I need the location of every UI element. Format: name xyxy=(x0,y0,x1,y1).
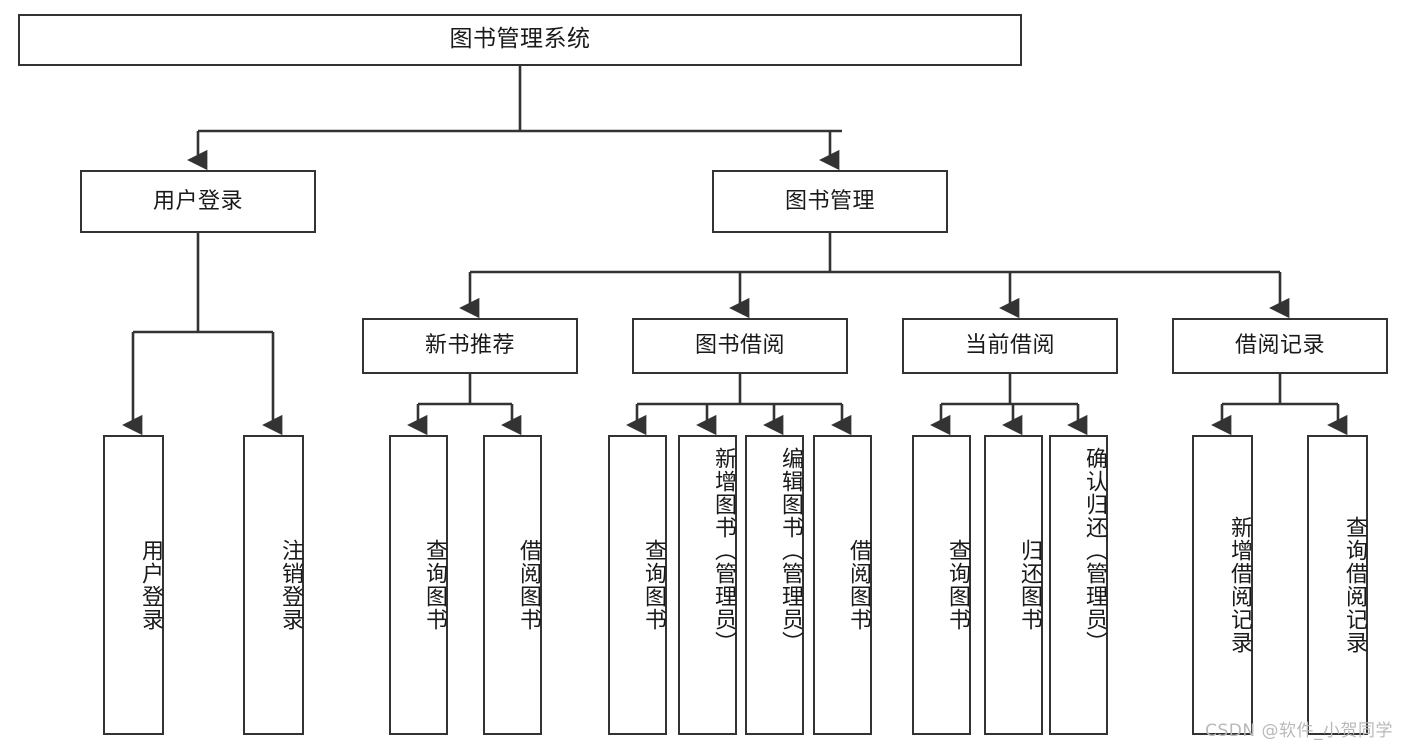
leaf-node[interactable]: 确认归还（管理员） xyxy=(1049,435,1108,735)
level3-node-label: 图书借阅 xyxy=(694,333,785,359)
current-borrow-to-leaves-edges xyxy=(930,374,1088,436)
leaf-node[interactable]: 注销登录 xyxy=(243,435,304,735)
leaf-node-label: 查询图书 xyxy=(945,539,970,631)
book-borrow-to-leaves-edges xyxy=(626,374,852,436)
leaf-node[interactable]: 查询图书 xyxy=(389,435,448,735)
root-node-label: 图书管理系统 xyxy=(449,26,591,53)
leaf-node-label: 用户登录 xyxy=(138,539,163,631)
leaf-node[interactable]: 查询图书 xyxy=(912,435,971,735)
level3-node-label: 当前借阅 xyxy=(964,333,1055,359)
leaf-node[interactable]: 用户登录 xyxy=(103,435,164,735)
level2-node-label: 用户登录 xyxy=(152,188,243,214)
leaf-node-label: 查询图书 xyxy=(641,539,666,631)
leaf-node-label: 归还图书 xyxy=(1017,539,1042,631)
leaf-node-label: 新增图书（管理员） xyxy=(711,447,736,654)
csdn-watermark: CSDN @软件_小贺同学 xyxy=(1205,721,1393,741)
level3-node[interactable]: 图书借阅 xyxy=(632,318,848,374)
root-node[interactable]: 图书管理系统 xyxy=(18,14,1022,66)
leaf-node-label: 注销登录 xyxy=(278,539,303,631)
leaf-node[interactable]: 查询借阅记录 xyxy=(1307,435,1368,735)
user-login-to-leaves-edges xyxy=(122,233,283,436)
new-book-recommend-to-leaves-edges xyxy=(407,374,522,436)
leaf-node[interactable]: 查询图书 xyxy=(608,435,667,735)
leaf-node[interactable]: 借阅图书 xyxy=(813,435,872,735)
level3-node-label: 借阅记录 xyxy=(1234,333,1325,359)
root-to-level2-edges xyxy=(187,66,842,171)
leaf-node-label: 新增借阅记录 xyxy=(1227,516,1252,654)
level3-node[interactable]: 当前借阅 xyxy=(902,318,1118,374)
leaf-node-label: 借阅图书 xyxy=(516,539,541,631)
leaf-node-label: 确认归还（管理员） xyxy=(1082,447,1107,654)
borrow-record-to-leaves-edges xyxy=(1211,374,1348,436)
level3-node[interactable]: 新书推荐 xyxy=(362,318,578,374)
level2-node[interactable]: 图书管理 xyxy=(712,170,948,233)
leaf-node-label: 查询借阅记录 xyxy=(1342,516,1367,654)
leaf-node-label: 借阅图书 xyxy=(846,539,871,631)
leaf-node-label: 编辑图书（管理员） xyxy=(778,447,803,654)
leaf-node[interactable]: 新增图书（管理员） xyxy=(678,435,737,735)
leaf-node-label: 查询图书 xyxy=(422,539,447,631)
leaf-node[interactable]: 归还图书 xyxy=(984,435,1043,735)
leaf-node[interactable]: 借阅图书 xyxy=(483,435,542,735)
level3-node-label: 新书推荐 xyxy=(424,333,515,359)
leaf-node[interactable]: 新增借阅记录 xyxy=(1192,435,1253,735)
book-manage-to-level3-edges xyxy=(459,233,1290,319)
level2-node-label: 图书管理 xyxy=(784,188,875,214)
leaf-node[interactable]: 编辑图书（管理员） xyxy=(745,435,804,735)
level3-node[interactable]: 借阅记录 xyxy=(1172,318,1388,374)
level2-node[interactable]: 用户登录 xyxy=(80,170,316,233)
